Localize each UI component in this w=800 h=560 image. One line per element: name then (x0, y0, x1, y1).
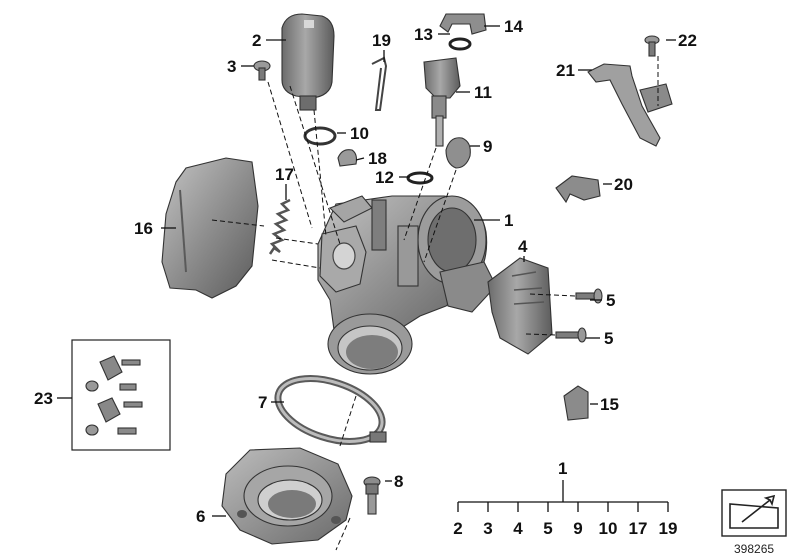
callout-4: 4 (518, 237, 528, 256)
part-14-clip (439, 13, 487, 35)
tree-child-label: 17 (629, 519, 648, 538)
folder-arrow-icon (721, 489, 787, 537)
part-9-cap (445, 137, 471, 169)
part-11-injector (423, 57, 461, 147)
tree-child-label: 9 (573, 519, 582, 538)
callout-8: 8 (394, 472, 403, 491)
callouts: 2 3 19 10 18 13 14 11 9 12 1 4 5 5 17 16… (34, 17, 697, 526)
callout-14: 14 (504, 17, 523, 36)
callout-17: 17 (275, 165, 294, 184)
part-4-actuator (487, 257, 553, 355)
callout-23: 23 (34, 389, 53, 408)
part-15-cap (563, 385, 589, 421)
part-16-cover (161, 157, 259, 299)
callout-12: 12 (375, 168, 394, 187)
part-12-seal (406, 171, 434, 185)
tree-child-label: 4 (513, 519, 523, 538)
part-18-cap (337, 149, 358, 167)
part-20-bracket (555, 175, 601, 204)
part-7-clamp (274, 375, 387, 445)
tree-root-label: 1 (558, 459, 567, 478)
callout-5-upper: 5 (606, 291, 615, 310)
part-13-seal (448, 37, 472, 51)
tree-child-label: 19 (659, 519, 678, 538)
callout-16: 16 (134, 219, 153, 238)
part-8-screw (363, 476, 381, 515)
part-6-adapter (221, 447, 353, 545)
callout-21: 21 (556, 61, 575, 80)
part-5-screws (555, 288, 603, 343)
callout-10: 10 (350, 124, 369, 143)
part-21-bracket (587, 63, 673, 147)
tree-child-label: 2 (453, 519, 462, 538)
callout-2: 2 (252, 31, 261, 50)
part-1-throttle-body (317, 195, 497, 375)
callout-7: 7 (258, 393, 267, 412)
tree-child-label: 3 (483, 519, 492, 538)
assembly-lines (211, 56, 659, 551)
callout-9: 9 (483, 137, 492, 156)
part-2-sensor (281, 13, 335, 111)
callout-22: 22 (678, 31, 697, 50)
callout-11: 11 (474, 83, 492, 102)
tree-child-label: 10 (599, 519, 618, 538)
part-19-clip (371, 56, 388, 111)
callout-13: 13 (414, 25, 433, 44)
part-22-bolt (644, 35, 660, 57)
part-10-o-ring (303, 126, 337, 146)
callout-15: 15 (600, 395, 619, 414)
part-23-kit-box (71, 339, 171, 451)
part-3-screw (253, 60, 271, 81)
reference-tree: 1 2 3 4 5 9 10 17 19 (453, 459, 677, 538)
callout-5-lower: 5 (604, 329, 613, 348)
part-17-spring (268, 198, 291, 255)
leader-lines (57, 25, 676, 517)
callout-19: 19 (372, 31, 391, 50)
tree-child-label: 5 (543, 519, 552, 538)
callout-18: 18 (368, 149, 387, 168)
callout-6: 6 (196, 507, 205, 526)
callout-20: 20 (614, 175, 633, 194)
callout-1: 1 (504, 211, 513, 230)
callout-3: 3 (227, 57, 236, 76)
document-number: 398265 (734, 542, 774, 556)
